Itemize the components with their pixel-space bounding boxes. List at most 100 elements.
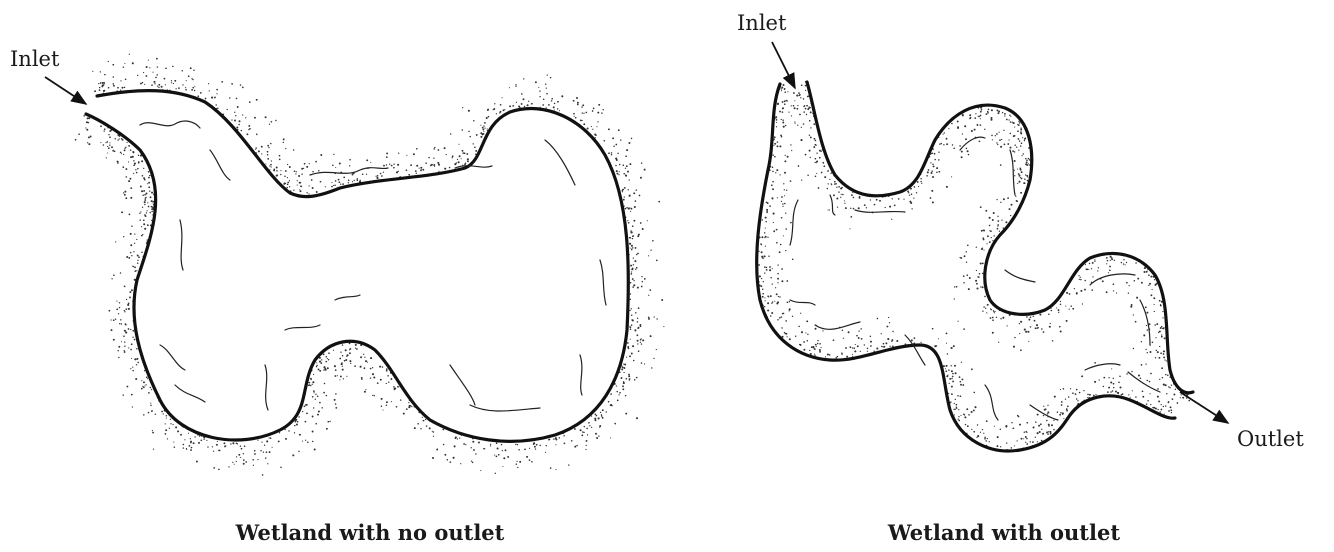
stipple-dot (125, 308, 127, 310)
stipple-dot (131, 394, 133, 396)
stipple-dot (334, 365, 336, 367)
stipple-dot (623, 199, 625, 201)
stipple-dot (100, 82, 102, 84)
stipple-dot (641, 162, 642, 163)
stipple-dot (548, 104, 550, 106)
stipple-dot (806, 320, 808, 322)
stipple-dot (1016, 440, 1017, 441)
stipple-dot (626, 357, 627, 358)
stipple-dot (805, 85, 807, 87)
stipple-dot (588, 422, 590, 424)
stipple-dot (1076, 398, 1078, 400)
stipple-dot (644, 363, 645, 364)
stipple-dot (151, 200, 153, 202)
stipple-dot (762, 296, 764, 298)
stipple-dot (764, 255, 766, 257)
stipple-dot (482, 127, 484, 129)
stipple-dot (124, 191, 126, 193)
stipple-dot (235, 115, 236, 116)
stipple-dot (321, 359, 322, 360)
stipple-dot (1129, 285, 1130, 286)
stipple-dot (632, 345, 634, 347)
stipple-dot (147, 224, 149, 226)
stipple-dot (815, 176, 817, 178)
stipple-dot (959, 376, 961, 378)
stipple-dot (1163, 356, 1165, 358)
stipple-dot (493, 109, 494, 110)
stipple-dot (644, 278, 646, 280)
stipple-dot (305, 421, 307, 423)
stipple-dot (397, 164, 399, 166)
stipple-dot (472, 441, 474, 443)
stipple-dot (785, 250, 786, 251)
stipple-dot (961, 362, 962, 363)
stipple-dot (111, 319, 112, 320)
stipple-dot (766, 267, 767, 268)
stipple-dot (518, 449, 520, 451)
stipple-dot (316, 362, 317, 363)
stipple-dot (992, 319, 994, 321)
stipple-dot (535, 81, 537, 83)
stipple-dot (993, 235, 994, 236)
stipple-dot (790, 144, 791, 145)
stipple-dot (781, 90, 782, 91)
stipple-dot (124, 149, 126, 151)
stipple-dot (1018, 138, 1020, 140)
stipple-dot (1135, 321, 1137, 323)
stipple-dot (505, 449, 507, 451)
stipple-dot (149, 67, 150, 68)
stipple-dot (1033, 316, 1034, 317)
stipple-dot (1048, 424, 1050, 426)
stipple-dot (1060, 389, 1061, 390)
stipple-dot (576, 445, 577, 446)
stipple-dot (801, 179, 802, 180)
stipple-dot (120, 152, 122, 154)
stipple-dot (792, 259, 794, 261)
stipple-dot (124, 311, 125, 312)
stipple-dot (130, 252, 132, 254)
stipple-dot (1113, 290, 1114, 291)
stipple-dot (116, 308, 118, 310)
stipple-dot (545, 452, 546, 453)
stipple-dot (648, 317, 650, 319)
stipple-dot (1128, 394, 1129, 395)
stipple-dot (366, 159, 368, 161)
stipple-dot (1060, 304, 1061, 305)
stipple-dot (1021, 438, 1023, 440)
stipple-dot (534, 446, 536, 448)
stipple-dot (647, 220, 648, 221)
stipple-dot (1017, 183, 1018, 184)
stipple-dot (633, 284, 635, 286)
stipple-dot (635, 269, 636, 270)
stipple-dot (1003, 198, 1005, 200)
stipple-dot (318, 368, 320, 370)
stipple-dot (1107, 391, 1109, 393)
stipple-dot (406, 408, 408, 410)
stipple-dot (323, 354, 325, 356)
stipple-dot (1149, 283, 1151, 285)
stipple-dot (87, 117, 89, 119)
stipple-dot (147, 378, 148, 379)
stipple-dot (130, 244, 132, 246)
stipple-dot (121, 211, 123, 213)
stipple-dot (776, 126, 777, 127)
stipple-dot (656, 260, 658, 262)
stipple-dot (325, 186, 326, 187)
stipple-dot (124, 310, 125, 311)
stipple-dot (143, 190, 145, 192)
stipple-dot (791, 150, 792, 151)
stipple-dot (784, 88, 786, 90)
stipple-dot (943, 134, 944, 135)
stipple-dot (516, 463, 518, 465)
stipple-dot (841, 352, 843, 354)
stipple-dot (1068, 396, 1070, 398)
stipple-dot (1123, 263, 1124, 264)
stipple-dot (615, 158, 617, 160)
stipple-dot (326, 428, 328, 430)
stipple-dot (955, 399, 956, 400)
stipple-dot (612, 137, 614, 139)
stipple-dot (1108, 377, 1109, 378)
stipple-dot (104, 128, 106, 130)
stipple-dot (293, 190, 294, 191)
stipple-dot (521, 93, 523, 95)
